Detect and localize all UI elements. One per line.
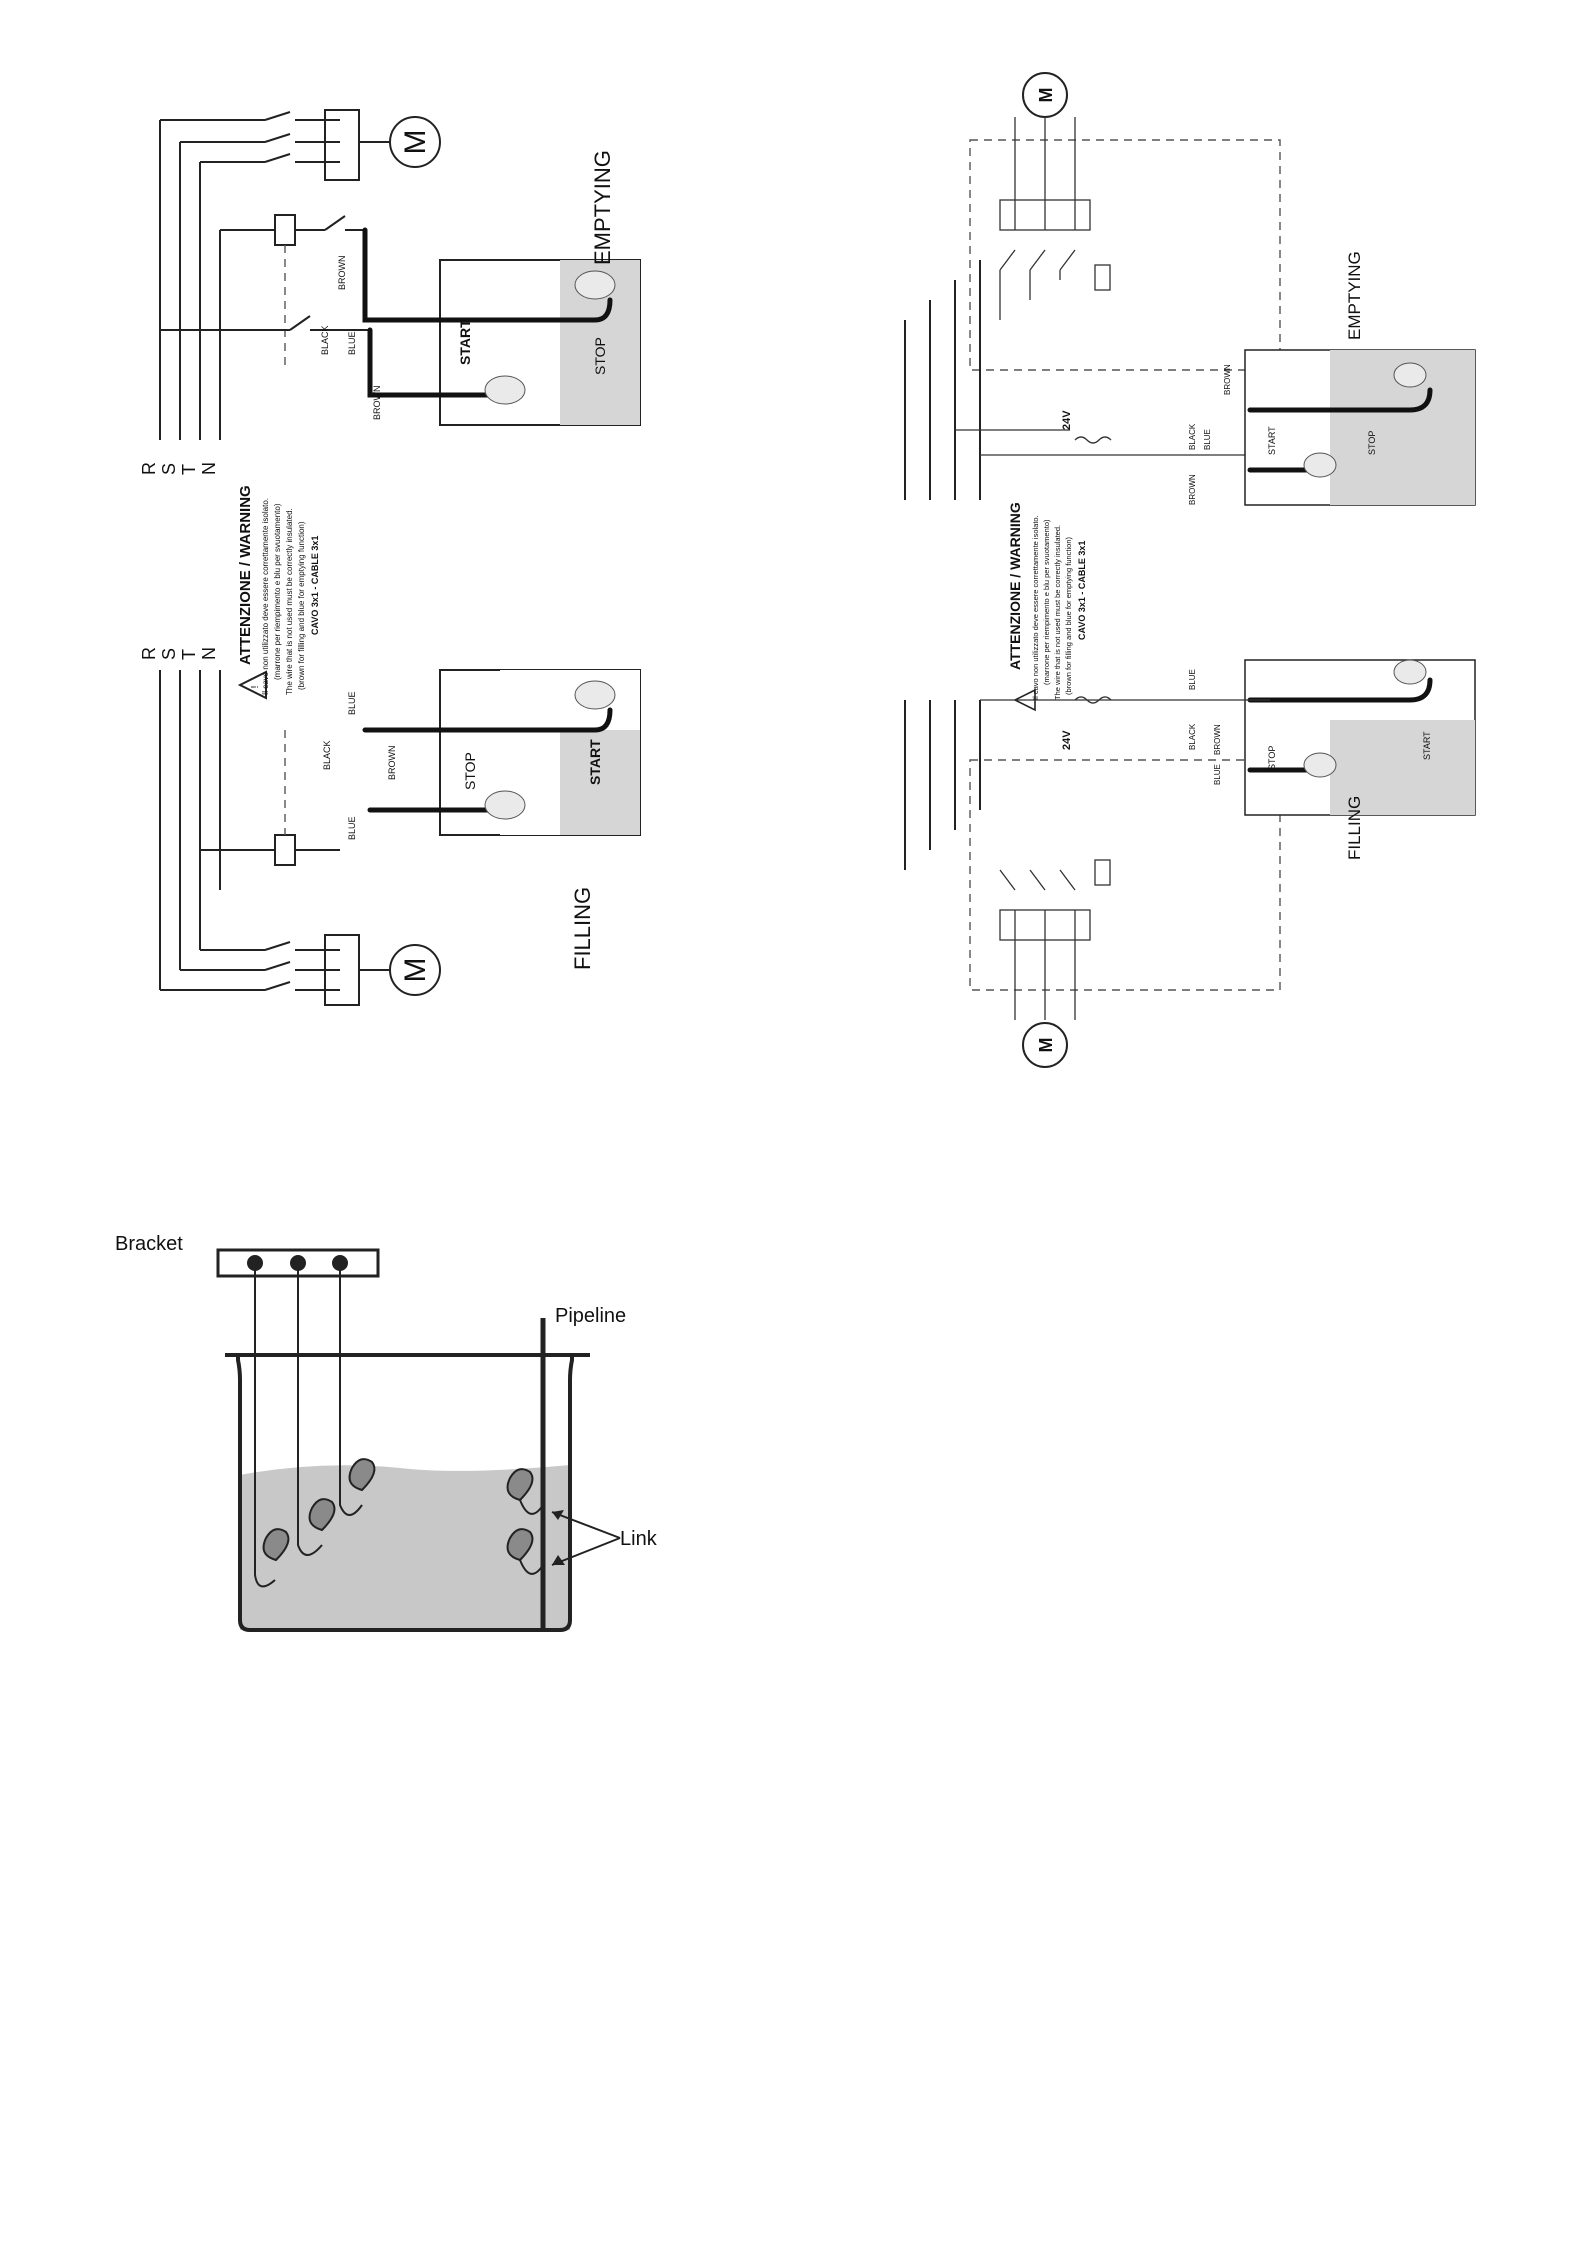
svg-text:BROWN: BROWN [372, 386, 382, 421]
wiring-diagram-direct: M BROWN BLACK BLUE BROWN START STOP EMPT… [139, 90, 660, 1020]
svg-text:STOP: STOP [462, 752, 478, 790]
float-top-2 [1303, 452, 1337, 478]
svg-text:(brown for filling and blue fo: (brown for filling and blue for emptying… [1064, 536, 1073, 695]
svg-text:BLUE: BLUE [1188, 669, 1197, 690]
motor-bottom-symbol-b [1022, 1022, 1068, 1068]
pipeline-label: Pipeline [555, 1305, 626, 1327]
svg-text:STOP: STOP [592, 337, 608, 375]
mode-label-emptying: EMPTYING [590, 150, 615, 265]
svg-text:START: START [1422, 731, 1432, 760]
supply-lines [904, 260, 981, 870]
svg-text:BROWN: BROWN [1188, 474, 1197, 505]
svg-text:R: R [140, 462, 159, 475]
svg-text:STOP: STOP [1367, 431, 1377, 455]
float-switch-5 [506, 1528, 534, 1562]
svg-text:FILLING: FILLING [1345, 796, 1364, 860]
link-label: Link [620, 1528, 658, 1550]
svg-text:ATTENZIONE / WARNING: ATTENZIONE / WARNING [1007, 502, 1023, 670]
svg-text:24V: 24V [1061, 410, 1073, 430]
svg-text:Il cavo non utilizzato deve es: Il cavo non utilizzato deve essere corre… [261, 498, 270, 695]
svg-text:BLACK: BLACK [322, 740, 332, 770]
float-bottom-2 [1303, 752, 1337, 778]
svg-text:BLUE: BLUE [347, 816, 357, 840]
phase-labels-bottom: R S T N [139, 647, 219, 660]
wiring-diagram-24v: M 24V BROWN BLACK BLUE BROWN START STOP … [890, 60, 1490, 1080]
bracket-label: Bracket [115, 1233, 183, 1255]
svg-text:T: T [179, 649, 199, 660]
svg-text:N: N [199, 462, 219, 475]
float-switch-2 [308, 1498, 336, 1532]
svg-text:BLUE: BLUE [1213, 764, 1222, 785]
float-switch-4 [506, 1468, 534, 1502]
svg-text:BLACK: BLACK [1188, 423, 1197, 450]
tank [225, 1353, 590, 1632]
svg-text:BLUE: BLUE [1203, 429, 1212, 450]
svg-text:STOP: STOP [1267, 746, 1277, 770]
svg-text:24V: 24V [1061, 730, 1073, 750]
svg-text:BLUE: BLUE [347, 331, 357, 355]
svg-text:BLACK: BLACK [1188, 723, 1197, 750]
svg-text:(brown for filling and blue fo: (brown for filling and blue for emptying… [297, 521, 306, 690]
float-top-1 [1393, 362, 1427, 388]
svg-text:BROWN: BROWN [387, 746, 397, 781]
svg-text:(marrone per riempimento e blu: (marrone per riempimento e blu per svuot… [1042, 519, 1051, 685]
svg-text:BLUE: BLUE [347, 691, 357, 715]
svg-text:The wire that is not used must: The wire that is not used must be correc… [285, 508, 294, 695]
svg-text:S: S [159, 463, 179, 475]
svg-text:START: START [1267, 426, 1277, 455]
svg-text:CAVO 3x1 - CABLE 3x1: CAVO 3x1 - CABLE 3x1 [1077, 541, 1087, 640]
svg-text:!: ! [250, 686, 261, 689]
svg-text:R: R [140, 647, 159, 660]
float-switch-stop [574, 270, 616, 300]
phase-bus-top [159, 120, 221, 440]
svg-text:ATTENZIONE / WARNING: ATTENZIONE / WARNING [237, 485, 254, 665]
svg-text:BLACK: BLACK [320, 325, 330, 355]
float-switch-3 [348, 1458, 376, 1492]
svg-text:T: T [179, 464, 199, 475]
motor-top-symbol [389, 116, 441, 168]
svg-text:S: S [159, 648, 179, 660]
phase-bus-bottom [159, 670, 221, 990]
svg-text:START: START [587, 739, 603, 785]
svg-text:EMPTYING: EMPTYING [1345, 251, 1364, 340]
float-bottom-1 [1393, 659, 1427, 685]
float-switch-1 [262, 1528, 290, 1562]
svg-text:START: START [457, 319, 473, 365]
svg-text:M: M [399, 958, 432, 983]
svg-text:CAVO 3x1 - CABLE 3x1: CAVO 3x1 - CABLE 3x1 [310, 536, 320, 635]
svg-text:The wire that is not used must: The wire that is not used must be correc… [1053, 525, 1062, 700]
mode-label-filling: FILLING [570, 887, 595, 970]
warning-block-b: ! ATTENZIONE / WARNING Il cavo non utili… [1007, 502, 1087, 712]
tank-installation-drawing: Bracket Pipeline Link [100, 1220, 680, 1660]
warning-triangle-icon [237, 670, 267, 700]
svg-text:M: M [1036, 1038, 1056, 1053]
motor-bottom-symbol [389, 944, 441, 996]
svg-text:Il cavo non utilizzato deve es: Il cavo non utilizzato deve essere corre… [1031, 515, 1040, 700]
svg-text:BROWN: BROWN [1213, 724, 1222, 755]
svg-text:N: N [199, 647, 219, 660]
warning-block-a: ! ATTENZIONE / WARNING Il cavo non utili… [237, 485, 320, 700]
float-switch-stop-b [484, 790, 526, 820]
svg-text:M: M [399, 130, 432, 155]
svg-text:(marrone per riempimento e blu: (marrone per riempimento e blu per svuot… [273, 503, 282, 680]
svg-text:M: M [1036, 88, 1056, 103]
phase-labels-top: R S T N [139, 462, 219, 475]
svg-text:BROWN: BROWN [337, 256, 347, 291]
svg-text:BROWN: BROWN [1223, 364, 1232, 395]
float-switch-start [484, 375, 526, 405]
float-switch-start-b [574, 680, 616, 710]
